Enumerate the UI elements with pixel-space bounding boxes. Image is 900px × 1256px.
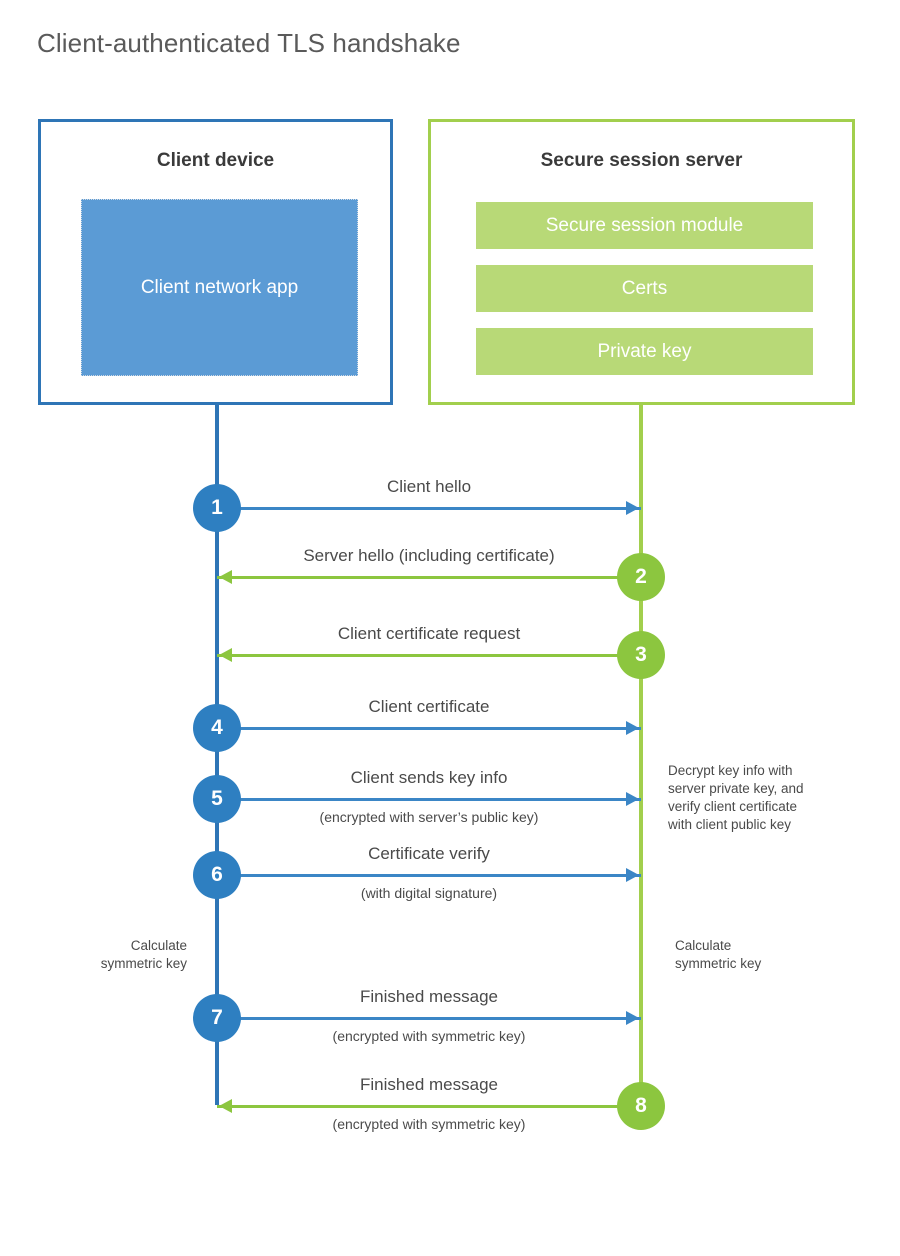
step-number-badge: 4: [193, 704, 241, 752]
step-number-badge: 1: [193, 484, 241, 532]
message-label: Finished message: [360, 1075, 498, 1094]
server-component-certs: Certs: [476, 265, 813, 312]
server-component-private-key: Private key: [476, 328, 813, 375]
message-label: Client certificate request: [337, 624, 521, 643]
arrowhead-left-icon: [219, 648, 232, 662]
message-sublabel: (encrypted with symmetric key): [332, 1028, 526, 1044]
message-arrow-line: [217, 874, 641, 877]
message-label: Client hello: [386, 477, 472, 496]
message-label: Finished message: [360, 987, 498, 1006]
arrowhead-right-icon: [626, 792, 639, 806]
note-client-calculate-symmetric-key: Calculate symmetric key: [100, 938, 187, 971]
message-arrow-line: [217, 1105, 641, 1108]
arrowhead-right-icon: [626, 1011, 639, 1025]
message-label: Client certificate: [368, 697, 490, 716]
page-title: Client-authenticated TLS handshake: [37, 28, 461, 58]
message-sublabel: (encrypted with server’s public key): [319, 809, 539, 825]
server-component-secure-session-module: Secure session module: [476, 202, 813, 249]
server-lifeline: [639, 405, 643, 1105]
client-device-title: Client device: [156, 150, 275, 171]
message-label: Certificate verify: [368, 844, 490, 863]
arrowhead-left-icon: [219, 570, 232, 584]
secure-session-server-title: Secure session server: [540, 150, 743, 171]
client-device-box: Client device Client network app: [38, 119, 393, 405]
arrowhead-left-icon: [219, 1099, 232, 1113]
message-arrow-line: [217, 798, 641, 801]
step-number-badge: 6: [193, 851, 241, 899]
client-lifeline: [215, 405, 219, 1105]
step-number-badge: 2: [617, 553, 665, 601]
secure-session-server-box: Secure session server Secure session mod…: [428, 119, 855, 405]
message-label: Server hello (including certificate): [303, 546, 555, 565]
arrowhead-right-icon: [626, 721, 639, 735]
message-label: Client sends key info: [350, 768, 508, 787]
client-network-app: Client network app: [81, 199, 358, 376]
arrowhead-right-icon: [626, 868, 639, 882]
message-sublabel: (with digital signature): [360, 885, 498, 901]
note-server-decrypt: Decrypt key info with server private key…: [668, 763, 804, 832]
message-arrow-line: [217, 1017, 641, 1020]
message-arrow-line: [217, 727, 641, 730]
message-arrow-line: [217, 576, 641, 579]
step-number-badge: 3: [617, 631, 665, 679]
step-number-badge: 8: [617, 1082, 665, 1130]
message-arrow-line: [217, 507, 641, 510]
message-arrow-line: [217, 654, 641, 657]
note-server-calculate-symmetric-key: Calculate symmetric key: [675, 938, 762, 971]
step-number-badge: 7: [193, 994, 241, 1042]
message-sublabel: (encrypted with symmetric key): [332, 1116, 526, 1132]
arrowhead-right-icon: [626, 501, 639, 515]
step-number-badge: 5: [193, 775, 241, 823]
